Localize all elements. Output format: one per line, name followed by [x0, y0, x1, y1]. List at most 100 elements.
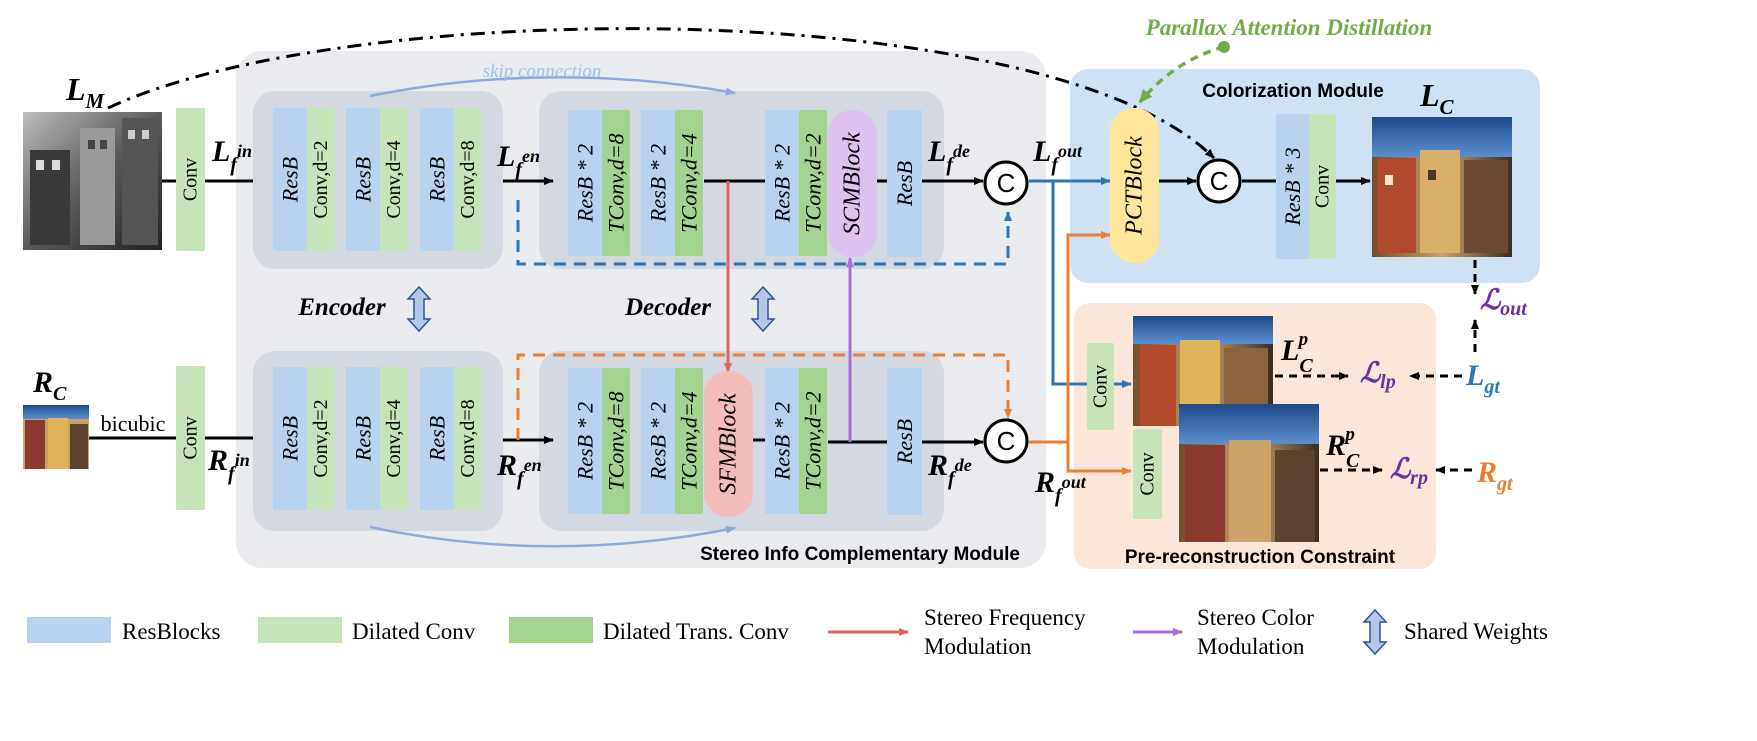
bottom-dec-resb2-3: ResB * 2 — [765, 368, 799, 514]
top-enc-conv-d8: Conv,d=8 — [454, 108, 482, 251]
bottom-enc-conv-d2: Conv,d=2 — [307, 367, 335, 510]
concat-label: C — [997, 426, 1016, 456]
block-label: ResB * 2 — [646, 144, 671, 223]
block-label: Conv — [1312, 165, 1334, 208]
legend-resb-swatch — [27, 617, 111, 643]
lm-gray-image — [23, 112, 162, 250]
lc-symbol: LC — [1419, 77, 1455, 119]
block-label: ResB — [278, 157, 303, 203]
loss-out-symbol: ℒout — [1480, 285, 1528, 320]
block-label: ResB — [425, 416, 450, 462]
top-enc-resb-2: ResB — [346, 108, 380, 251]
block-label: SCMBlock — [840, 132, 866, 235]
bottom-dec-resb2-1: ResB * 2 — [568, 368, 602, 514]
top-enc-conv-d2: Conv,d=2 — [307, 108, 335, 251]
block-label: ResB * 2 — [573, 402, 598, 481]
pad-title: Parallax Attention Distillation — [1145, 15, 1433, 40]
block-label: ResB — [278, 416, 303, 462]
lfin-symbol: Lfin — [211, 135, 252, 176]
legend-label: Dilated Conv — [352, 619, 476, 644]
block-label: ResB — [892, 419, 917, 465]
decoder-label: Decoder — [624, 294, 711, 321]
block-label: ResB — [425, 157, 450, 203]
blue-dashed-skip — [516, 200, 1012, 266]
bottom-dec-tconv-d2: TConv,d=2 — [799, 368, 827, 514]
block-label: Conv — [180, 158, 202, 201]
bottom-input-conv: Conv — [176, 366, 205, 510]
top-dec-resb2-3: ResB * 2 — [765, 110, 799, 256]
legend-label: ResBlocks — [122, 619, 220, 644]
top-dec-tconv-d2: TConv,d=2 — [799, 110, 827, 256]
block-label: Conv,d=4 — [383, 399, 405, 477]
lm-symbol: LM — [65, 71, 106, 113]
rfen-symbol: Rfen — [496, 449, 542, 490]
block-label: Conv — [1090, 365, 1112, 408]
rfout-to-pct — [1029, 231, 1111, 444]
top-dec-resb: ResB — [887, 110, 922, 257]
top-enc-resb-1: ResB — [273, 108, 307, 251]
block-label: ResB * 2 — [646, 402, 671, 481]
loss-lp-symbol: ℒlp — [1360, 358, 1396, 393]
block-label: Conv,d=2 — [310, 140, 332, 218]
pct-block: PCTBlock — [1110, 108, 1159, 263]
bottom-dec-tconv-d8: TConv,d=8 — [602, 368, 630, 514]
bicubic-label: bicubic — [101, 411, 166, 436]
scm-block: SCMBlock — [828, 110, 877, 257]
block-label: SFMBlock — [716, 393, 742, 495]
rcp-image — [1179, 404, 1319, 542]
bottom-dec-tconv-d4: TConv,d=4 — [675, 368, 703, 514]
rc-symbol: RC — [32, 366, 67, 405]
prerec-top-conv: Conv — [1087, 343, 1114, 430]
prerec-title: Pre-reconstruction Constraint — [1125, 547, 1396, 568]
prerec-bottom-conv: Conv — [1133, 429, 1162, 519]
rfin-symbol: Rfin — [207, 444, 250, 485]
block-label: PCTBlock — [1122, 136, 1148, 236]
block-label: TConv,d=8 — [604, 133, 629, 232]
lfen-symbol: Lfen — [496, 140, 540, 181]
top-dec-resb2-2: ResB * 2 — [641, 110, 675, 256]
block-label: TConv,d=2 — [801, 391, 826, 490]
lfout-symbol: Lfout — [1032, 135, 1083, 176]
legend-dconv-swatch — [258, 617, 342, 643]
legend-shared-weights-icon — [1362, 608, 1388, 656]
block-label: ResB — [892, 161, 917, 207]
block-label: ResB — [351, 157, 376, 203]
orange-dashed-skip — [516, 353, 1012, 440]
encoder-shared-weights-icon — [406, 285, 432, 333]
block-label: TConv,d=2 — [801, 133, 826, 232]
bottom-dec-resb: ResB — [887, 368, 922, 515]
bottom-enc-conv-d4: Conv,d=4 — [380, 367, 408, 510]
legend-tconv-swatch — [509, 617, 593, 643]
top-dec-tconv-d4: TConv,d=4 — [675, 110, 703, 256]
block-label: TConv,d=4 — [677, 391, 702, 490]
lm-dashdot-arrow — [107, 27, 1216, 160]
block-label: Conv,d=8 — [457, 399, 479, 477]
block-label: Conv,d=4 — [383, 140, 405, 218]
rcp-symbol: RCp — [1325, 424, 1360, 472]
colorization-title: Colorization Module — [1202, 81, 1384, 102]
rc-color-image — [23, 405, 89, 469]
block-label: Conv — [1137, 452, 1159, 495]
lgt-symbol: Lgt — [1465, 359, 1501, 398]
bottom-enc-resb-2: ResB — [346, 367, 380, 510]
block-label: TConv,d=4 — [677, 133, 702, 232]
decoder-shared-weights-icon — [750, 285, 776, 333]
color-resb3: ResB * 3 — [1276, 114, 1309, 259]
legend: ResBlocks Dilated Conv Dilated Trans. Co… — [27, 605, 1548, 659]
lfde-symbol: Lfde — [927, 135, 970, 176]
top-dec-tconv-d8: TConv,d=8 — [602, 110, 630, 256]
rgt-symbol: Rgt — [1476, 456, 1514, 495]
bottom-enc-conv-d8: Conv,d=8 — [454, 367, 482, 510]
color-conv: Conv — [1309, 114, 1336, 259]
block-label: Conv,d=8 — [457, 140, 479, 218]
block-label: ResB * 2 — [573, 144, 598, 223]
lcp-symbol: LCp — [1280, 329, 1313, 377]
block-label: TConv,d=8 — [604, 391, 629, 490]
legend-label: Shared Weights — [1404, 619, 1548, 644]
block-label: ResB * 3 — [1280, 147, 1305, 226]
bottom-enc-resb-1: ResB — [273, 367, 307, 510]
block-label: ResB * 2 — [770, 144, 795, 223]
concat-label: C — [997, 168, 1016, 198]
